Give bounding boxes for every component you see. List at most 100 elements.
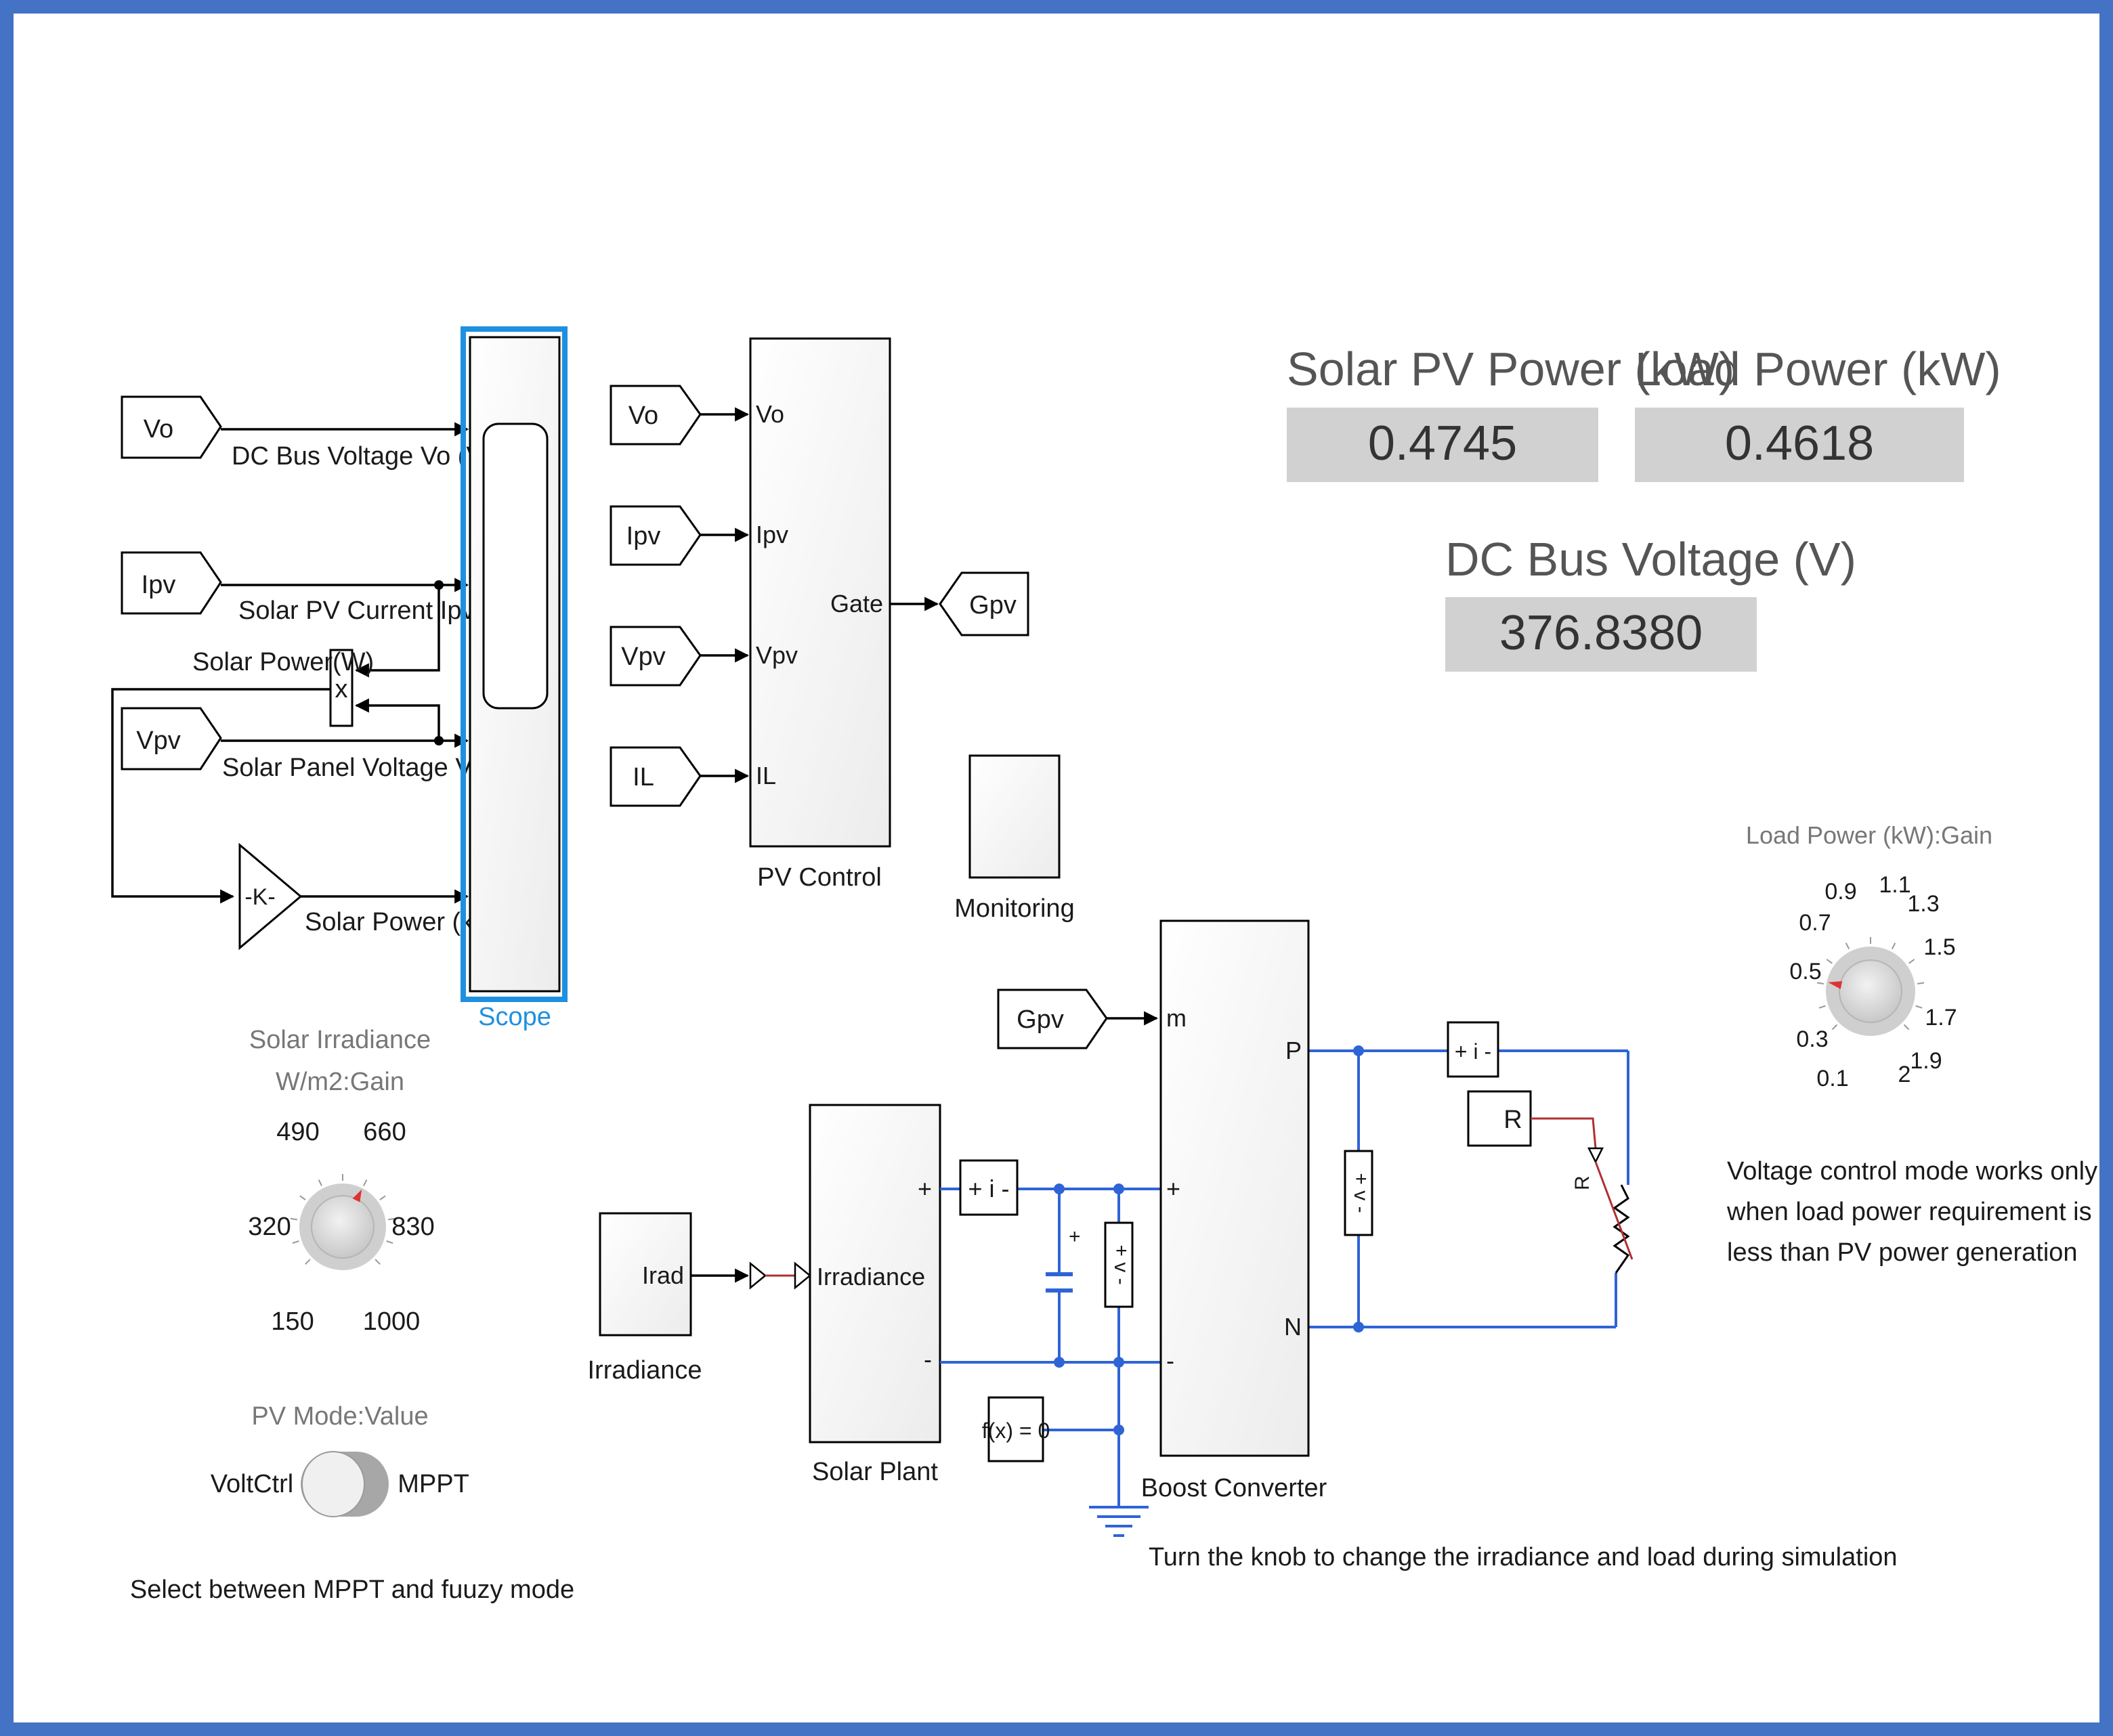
product-block[interactable]: x [329,649,354,727]
knob-tick [375,1259,381,1265]
knob-tick [1818,1005,1826,1009]
variable-resistor[interactable]: R [1571,1147,1634,1274]
svg-text:Ipv: Ipv [626,522,661,550]
product-to-gain-line[interactable] [111,688,330,904]
from-tag-vo[interactable]: Vo [121,395,222,459]
load-knob-group: Load Power (kW):Gain 0.1 0.3 0.5 0.7 0.9… [1746,821,1992,1091]
irradiance-tick-830: 830 [391,1213,434,1241]
knob-tick [299,1195,306,1200]
solar-pv-power-title: Solar PV Power (kW) [1287,343,1735,395]
boost-port-minus: - [1166,1347,1174,1374]
irradiance-knob-pointer [352,1189,362,1202]
svg-text:0.9: 0.9 [1824,879,1856,905]
irradiance-tick-1000: 1000 [363,1307,421,1336]
simulink-ps-converter[interactable] [749,1261,811,1290]
branch-point-ipv [434,580,444,590]
load-knob-ticks [1816,937,1925,1030]
branch-point-vpv [434,736,444,745]
dc-bus-voltage-display[interactable]: 376.8380 [1445,597,1757,672]
goto-tag-gpv[interactable]: Gpv [939,571,1029,636]
scope-screen [482,422,549,710]
from-tag-vpv[interactable]: Vpv [121,707,222,771]
knob-tick [1915,1005,1923,1009]
gain-symbol: -K- [244,884,275,910]
irradiance-tick-660: 660 [363,1118,406,1146]
svg-text:Vpv: Vpv [621,643,665,671]
load-knob-pointer [1828,981,1843,989]
electrical-ground [1089,1506,1149,1537]
gain-block[interactable]: -K- [238,842,303,951]
solar-plant-port-plus: + [918,1175,932,1202]
pvc-from-vo[interactable]: Vo [610,385,702,446]
knob-tick [1816,982,1824,985]
irradiance-source-port: Irad [642,1261,684,1289]
knob-tick [362,1179,368,1186]
voltage-sensor-1[interactable]: + v - [1104,1221,1134,1308]
pv-control-name: PV Control [757,863,882,892]
load-power-knob[interactable] [1826,947,1915,1036]
irradiance-tick-490: 490 [276,1118,319,1146]
pv-mode-title: PV Mode:Value [251,1402,428,1431]
solver-configuration[interactable]: f(x) = 0 [982,1396,1050,1462]
dc-bus-voltage-title: DC Bus Voltage (V) [1445,533,1856,586]
current-sensor-1[interactable]: + i - [959,1159,1019,1216]
knob-tick [1891,942,1896,950]
load-power-display[interactable]: 0.4618 [1635,408,1964,482]
pvc-port-ipv: Ipv [756,521,788,548]
knob-tick [388,1217,396,1221]
boost-port-n: N [1284,1313,1302,1341]
pv-mode-right-label: MPPT [398,1470,469,1498]
svg-text:0.5: 0.5 [1789,959,1821,984]
pv-mode-toggle[interactable] [301,1451,389,1517]
svg-text:0.3: 0.3 [1796,1026,1828,1052]
svg-text:Gpv: Gpv [969,591,1017,620]
boost-port-plus: + [1166,1175,1180,1202]
svg-text:f(x) = 0: f(x) = 0 [982,1418,1050,1443]
solar-plant-port-minus: - [924,1345,932,1373]
voltage-sensor-2[interactable]: + v - [1344,1150,1373,1236]
pv-mode-left-label: VoltCtrl [211,1470,293,1498]
pvc-from-il[interactable]: IL [610,746,702,807]
pv-mode-group: PV Mode:Value VoltCtrl MPPT Select betwe… [130,1402,574,1604]
ipv-to-product-line[interactable] [354,585,440,678]
knob-tick [1831,1024,1838,1030]
load-r-block[interactable]: R [1467,1090,1532,1147]
signal-label-vo: DC Bus Voltage Vo (V) [232,442,492,471]
load-knob-dial [1839,959,1902,1023]
variable-resistor-label: R [1571,1175,1594,1190]
vpv-to-product-line[interactable] [354,698,440,741]
pvc-from-ipv[interactable]: Ipv [610,505,702,566]
from-tag-gpv[interactable]: Gpv [997,989,1108,1049]
pvc-port-gate: Gate [830,590,883,617]
knob-hint-note: Turn the knob to change the irradiance a… [1149,1543,1898,1571]
scope-section: Vo Ipv Vpv x [111,326,568,1031]
capacitor[interactable]: + [1046,1225,1081,1293]
irradiance-knob[interactable] [299,1184,386,1270]
pvc-port-il: IL [756,762,776,789]
capacitor-plus: + [1069,1225,1081,1248]
knob-tick [292,1240,299,1244]
load-power-title: Load Power (kW) [1635,343,2001,395]
current-sensor-2[interactable]: + i - [1447,1021,1499,1078]
pv-mode-toggle-knob [301,1451,365,1517]
knob-tick [1826,959,1833,964]
pv-control-block[interactable]: Vo Ipv Vpv IL Gate [749,337,891,848]
monitoring-block[interactable]: Monitoring [954,754,1075,923]
from-tag-ipv-label: Ipv [142,571,176,599]
solar-pv-power-display[interactable]: 0.4745 [1287,408,1598,482]
monitoring-name: Monitoring [954,894,1074,923]
solar-plant-block[interactable]: Irradiance + - Solar Plant [809,1104,941,1486]
pvc-port-vo: Vo [756,400,784,428]
irradiance-source-block[interactable]: Irad Irradiance [588,1212,702,1385]
svg-text:0.1: 0.1 [1816,1066,1848,1091]
from-tag-ipv[interactable]: Ipv [121,551,222,615]
boost-converter-block[interactable]: m + - P N Boost Converter [1141,919,1327,1502]
knob-tick [379,1195,386,1200]
irradiance-knob-group: Solar Irradiance W/m2:Gain 150 320 490 6… [248,1026,434,1336]
scope-block[interactable]: Scope [461,326,568,1031]
svg-text:2: 2 [1898,1062,1911,1087]
voltage-mode-note-2: when load power requirement is [1726,1198,2092,1226]
pvc-from-vpv[interactable]: Vpv [610,626,702,687]
irradiance-tick-150: 150 [271,1307,314,1336]
pv-control-section: Vo Ipv Vpv IL Vo Ipv Vpv IL Gate [610,337,1029,892]
